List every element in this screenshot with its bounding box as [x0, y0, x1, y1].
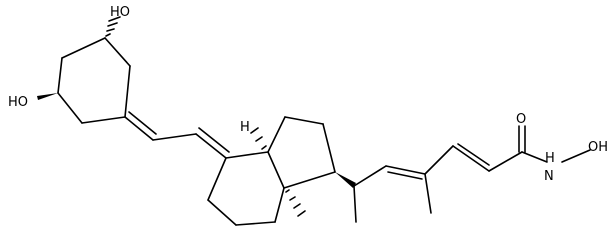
wedge-bond-chain [335, 172, 356, 188]
carbonyl-o-label: O [516, 112, 526, 127]
oh-left-label: HO [8, 95, 28, 110]
hashed-bond-ring-h [250, 127, 267, 150]
wedge-bond-left-oh [37, 93, 58, 100]
hydroxamic-oh-label: OH [588, 140, 608, 155]
d-ring [267, 116, 336, 189]
structure-canvas: HO HO H [8, 5, 608, 226]
a-ring [57, 37, 131, 124]
c-ring [207, 151, 285, 226]
molecule-diagram: HO HO H [8, 5, 608, 226]
hashed-bond-methyl [285, 189, 306, 217]
side-chain [335, 125, 591, 223]
methyl-bond [353, 185, 357, 223]
hashed-bond-top-oh [105, 16, 121, 37]
diene-linker [124, 111, 230, 159]
hydroxamic-n-label: N [544, 169, 554, 184]
ring-h-label: H [240, 120, 250, 135]
hydroxamic-h-label: H [545, 151, 555, 166]
oh-top-label: HO [110, 5, 130, 20]
